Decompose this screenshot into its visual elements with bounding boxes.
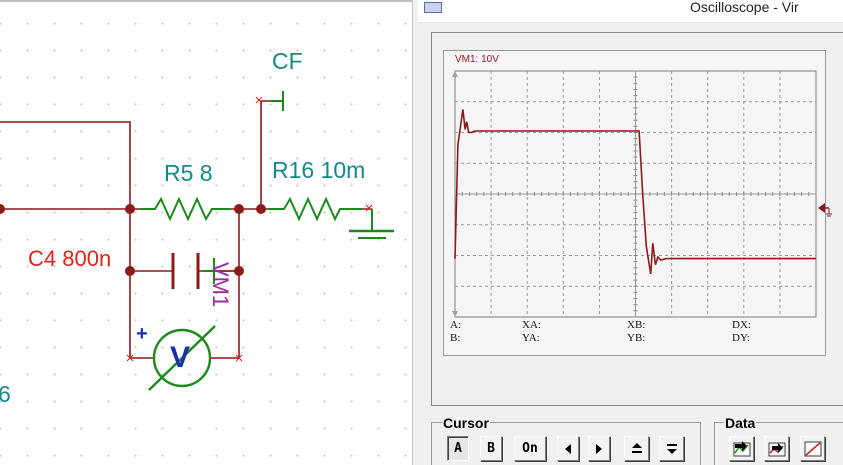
junction-3 bbox=[256, 204, 266, 214]
label-vm1: VM1 bbox=[208, 262, 233, 308]
cursor-b-label: B bbox=[487, 441, 495, 456]
cursor-a-button[interactable]: A bbox=[447, 436, 469, 461]
cursor-on-button[interactable]: On bbox=[514, 436, 546, 461]
wire-cf-branch bbox=[260, 100, 270, 209]
plot-line-icon bbox=[804, 441, 821, 456]
label-cf: CF bbox=[272, 48, 303, 74]
scope-plot bbox=[452, 70, 817, 318]
scope-trace bbox=[454, 109, 816, 275]
label-c4: C4 800n bbox=[28, 246, 112, 271]
junction-2 bbox=[234, 204, 244, 214]
arrow-up-icon bbox=[631, 442, 642, 453]
cursor-right-button[interactable] bbox=[588, 436, 610, 461]
junction-5 bbox=[234, 266, 244, 276]
cursor-group bbox=[431, 422, 701, 465]
import-wave-icon bbox=[733, 440, 750, 456]
resistor-r5 bbox=[140, 196, 230, 222]
cursor-b-button[interactable]: B bbox=[480, 436, 502, 461]
cursor-a-label: A bbox=[454, 441, 462, 456]
measure-dy: DY: bbox=[732, 332, 750, 344]
data-group-label: Data bbox=[724, 415, 757, 431]
junction-1 bbox=[125, 204, 135, 214]
data-import-button[interactable] bbox=[729, 436, 754, 461]
measure-dx: DX: bbox=[732, 319, 751, 331]
oscilloscope-titlebar[interactable]: Oscilloscope - Vir bbox=[418, 0, 843, 23]
label-r5: R5 8 bbox=[164, 160, 213, 186]
voltmeter bbox=[148, 325, 216, 391]
resistor-r16 bbox=[268, 196, 362, 222]
export-wave-icon bbox=[768, 442, 785, 456]
junction-4 bbox=[125, 266, 135, 276]
scope-screen[interactable]: VM1: 10V A: B: XA: YA: XB: YB: DX: DY: bbox=[443, 50, 826, 356]
triangle-right-icon bbox=[596, 443, 602, 454]
label-r16: R16 10m bbox=[272, 157, 366, 183]
measure-a: A: bbox=[450, 319, 461, 331]
channel-label: VM1: 10V bbox=[455, 54, 499, 65]
arrow-down-icon bbox=[666, 443, 677, 454]
data-export-button[interactable] bbox=[764, 436, 789, 461]
label-cut: 6 bbox=[0, 381, 11, 407]
cursor-left-button[interactable] bbox=[557, 436, 579, 461]
ground-marker-icon[interactable] bbox=[816, 200, 838, 222]
schematic-canvas[interactable]: CF R5 8 R16 10m C4 800n VM1 V + 6 bbox=[0, 0, 412, 465]
junction-left bbox=[0, 204, 5, 214]
schematic-top-border bbox=[0, 0, 412, 2]
pane-divider[interactable] bbox=[412, 0, 419, 465]
cursor-down-button[interactable] bbox=[659, 436, 684, 461]
schematic-drawing[interactable] bbox=[0, 0, 412, 465]
oscilloscope-window[interactable]: Oscilloscope - Vir VM1: 10V A: B: XA: YA… bbox=[418, 0, 843, 465]
measure-b: B: bbox=[450, 332, 461, 344]
measure-xb: XB: bbox=[627, 319, 646, 331]
voltmeter-plus: + bbox=[136, 323, 148, 345]
cursor-on-label: On bbox=[522, 441, 538, 456]
voltmeter-symbol: V bbox=[170, 341, 191, 374]
cursor-top-marker bbox=[452, 71, 458, 77]
measure-xa: XA: bbox=[522, 319, 541, 331]
wire-c4-left bbox=[129, 209, 172, 272]
triangle-left-icon bbox=[565, 443, 571, 454]
measure-ya: YA: bbox=[522, 332, 540, 344]
data-plot-button[interactable] bbox=[800, 436, 825, 461]
oscilloscope-app-icon bbox=[424, 2, 442, 13]
oscilloscope-title: Oscilloscope - Vir bbox=[690, 0, 799, 15]
wire-top-loop bbox=[0, 121, 131, 209]
cursor-up-button[interactable] bbox=[624, 436, 649, 461]
cursor-group-label: Cursor bbox=[442, 415, 490, 431]
data-group bbox=[714, 422, 843, 465]
measure-yb: YB: bbox=[627, 332, 646, 344]
cursor-bottom-marker bbox=[452, 311, 458, 317]
